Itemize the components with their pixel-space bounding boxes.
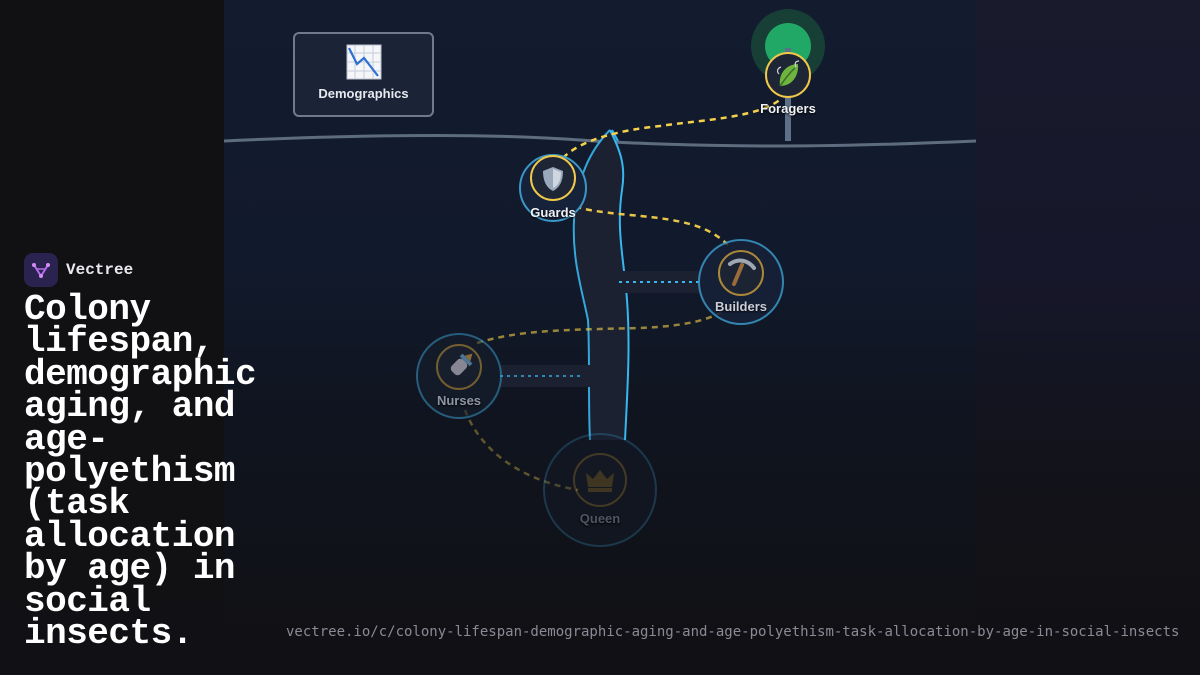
tunnel-system [500,129,700,441]
crown-icon [586,470,614,492]
page-title: Colony lifespan, demographic aging, and … [24,289,257,655]
leaf-icon [776,60,800,87]
node-queen [543,433,657,547]
node-label-foragers: Foragers [760,101,816,116]
node-builders [698,239,784,325]
node-guards [519,154,587,222]
vectree-logo-icon [24,253,58,287]
bottom-fade [0,560,1200,675]
pickaxe-icon [728,258,756,286]
node-label-guards: Guards [530,205,576,220]
baby-bottle-icon [450,353,473,376]
node-nurses [416,333,502,419]
node-label-builders: Builders [714,299,768,314]
brand-name: Vectree [66,261,134,279]
shield-icon [543,167,563,191]
node-label-nurses: Nurses [436,393,482,408]
demographics-card-label: Demographics [318,86,409,101]
chart-decreasing-icon [295,44,432,80]
brand[interactable]: Vectree [24,253,133,287]
node-label-queen: Queen [579,511,621,526]
demographics-card[interactable]: Demographics [293,32,434,117]
page-url[interactable]: vectree.io/c/colony-lifespan-demographic… [286,624,1180,640]
ground-line [223,133,977,148]
node-foragers [765,52,811,98]
